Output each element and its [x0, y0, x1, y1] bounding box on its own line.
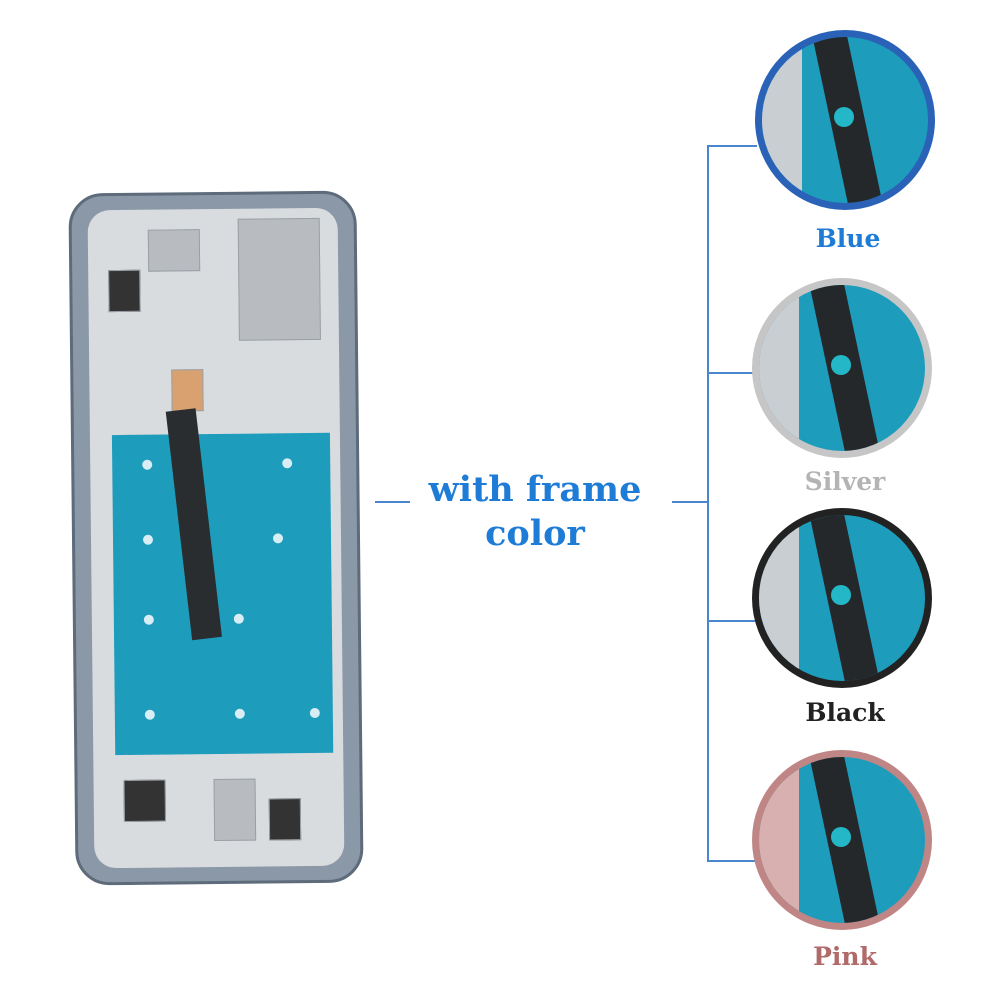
- teal-shield: [111, 432, 334, 756]
- phone-lcd-frame-photo: [68, 190, 364, 886]
- connector-line: [707, 372, 755, 374]
- variant-pink-label: Pink: [813, 942, 877, 971]
- component: [123, 779, 166, 822]
- variant-blue-label: Blue: [815, 224, 881, 253]
- variant-black-label: Black: [805, 698, 885, 727]
- connector-line: [672, 501, 708, 503]
- sim-bracket: [237, 217, 321, 341]
- component: [108, 269, 141, 313]
- connector-line: [375, 501, 410, 503]
- component: [268, 798, 302, 841]
- connector-line: [707, 860, 755, 862]
- camera-bracket: [147, 229, 201, 272]
- variant-blue-photo: [755, 30, 935, 210]
- bracket-line: [707, 145, 709, 861]
- variant-black-photo: [752, 508, 932, 688]
- cable-connector: [171, 369, 204, 412]
- variant-pink-photo: [752, 750, 932, 930]
- headline-line-2: color: [485, 513, 585, 554]
- variant-silver-photo: [752, 278, 932, 458]
- connector-line: [707, 620, 755, 622]
- headline-line-1: with frame: [428, 469, 642, 510]
- variant-silver-label: Silver: [804, 467, 886, 496]
- connector-line: [707, 145, 757, 147]
- component: [213, 778, 257, 842]
